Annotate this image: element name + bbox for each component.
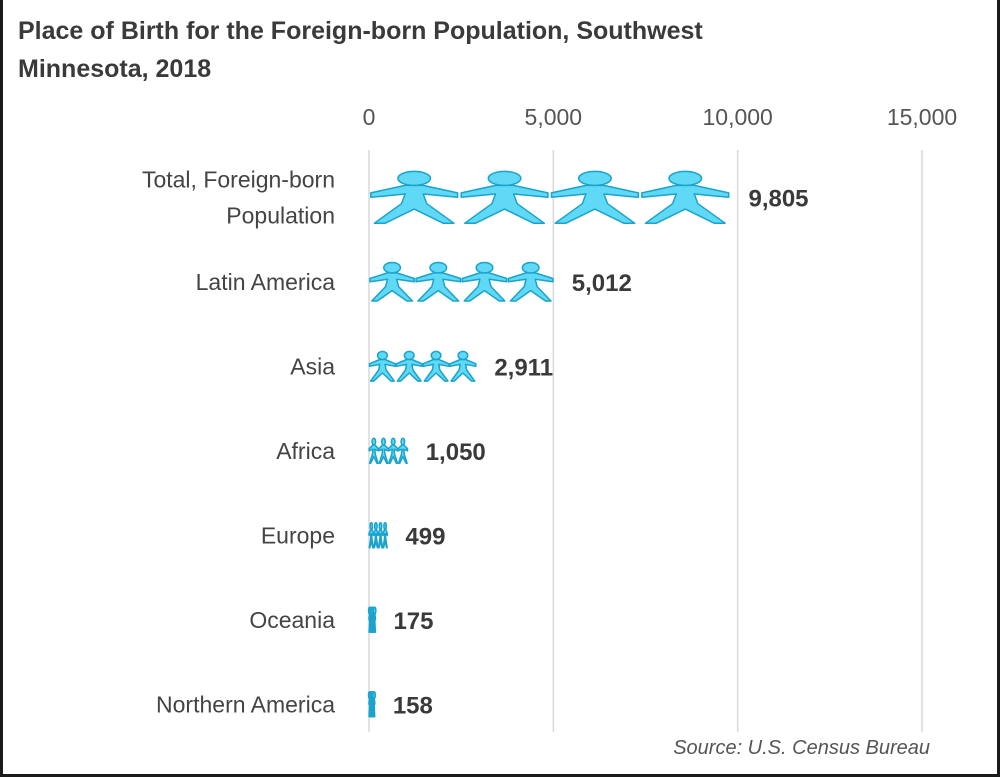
source-note: Source: U.S. Census Bureau [673, 737, 930, 759]
person-icon [372, 528, 379, 549]
person-head [371, 437, 377, 446]
data-label: 499 [405, 523, 445, 550]
person-icon [377, 528, 384, 549]
person-head [376, 350, 388, 361]
category-label: Oceania [249, 607, 335, 633]
person-icon [368, 444, 380, 464]
person-icon [370, 184, 459, 224]
person-icon [382, 528, 389, 549]
data-label: 2,911 [494, 354, 553, 381]
person-head [430, 350, 442, 361]
person-head [372, 606, 377, 615]
person-icon [368, 528, 375, 549]
person-icon [415, 272, 462, 302]
data-label: 158 [393, 692, 433, 719]
person-icon [387, 444, 399, 464]
person-icon [507, 272, 554, 302]
data-label: 5,012 [572, 270, 632, 297]
person-head [369, 522, 374, 531]
data-label: 9,805 [748, 185, 808, 212]
person-icon [378, 444, 389, 464]
person-head [400, 437, 406, 446]
person-icon [550, 184, 640, 224]
category-label: Population [226, 202, 335, 228]
person-head [487, 170, 522, 187]
person-head [429, 261, 448, 274]
person-head [668, 170, 703, 187]
person-icon [373, 613, 377, 633]
bar-0 [370, 170, 730, 224]
person-head [373, 522, 378, 531]
person-icon [369, 272, 416, 302]
person-icon [397, 444, 409, 464]
person-head [475, 261, 494, 274]
bar-4 [368, 522, 389, 549]
data-label: 175 [393, 608, 433, 635]
person-head [521, 261, 540, 274]
person-icon [395, 358, 423, 382]
person-head [457, 350, 469, 361]
person-head [403, 350, 415, 361]
person-head [378, 522, 383, 531]
person-icon [641, 184, 730, 224]
x-tick-label: 5,000 [525, 104, 583, 130]
category-label: Total, Foreign-born [142, 166, 335, 192]
person-icon [460, 184, 549, 224]
person-icon [372, 697, 376, 718]
category-label: Asia [290, 353, 335, 379]
person-icon [422, 358, 450, 382]
bar-5 [367, 606, 377, 633]
bar-6 [367, 691, 377, 718]
chart-title: Place of Birth for the Foreign-born Popu… [18, 17, 703, 83]
person-head [383, 261, 402, 274]
person-head [397, 170, 432, 187]
person-head [383, 522, 388, 531]
category-label: Northern America [156, 691, 335, 717]
person-icon [368, 358, 397, 382]
person-icon [461, 272, 508, 302]
x-tick-label: 0 [363, 104, 376, 130]
data-label: 1,050 [426, 439, 486, 466]
person-icon [449, 358, 477, 382]
person-head [381, 437, 387, 446]
person-head [577, 170, 612, 187]
x-tick-label: 15,000 [887, 104, 957, 130]
category-label: Latin America [196, 269, 336, 295]
x-tick-label: 10,000 [702, 104, 772, 130]
bar-1 [369, 261, 554, 302]
category-label: Africa [276, 438, 335, 464]
category-label: Europe [261, 522, 335, 548]
bar-2 [368, 350, 477, 382]
bar-3 [368, 437, 409, 464]
person-head [372, 691, 377, 700]
person-head [390, 437, 396, 446]
